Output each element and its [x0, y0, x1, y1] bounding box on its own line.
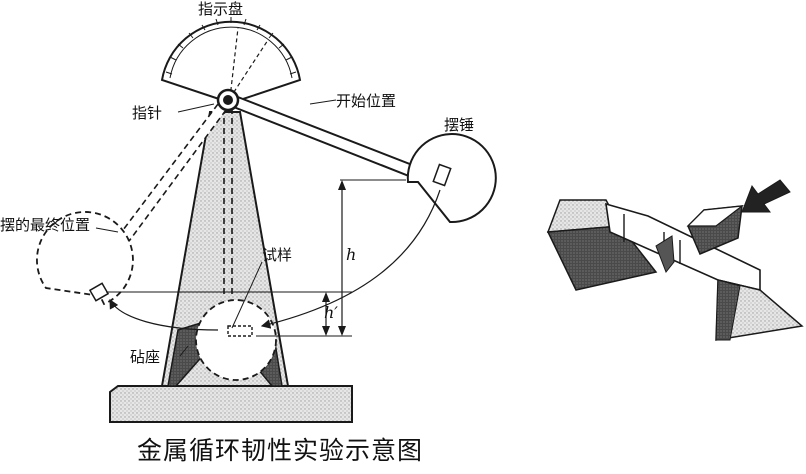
- specimen-inset: [546, 179, 804, 341]
- dial: [160, 20, 302, 101]
- hammer-label: 摆锤: [444, 116, 475, 134]
- strike-arrow: [741, 179, 791, 213]
- dial-ticks: [165, 17, 297, 75]
- start-position-label: 开始位置: [336, 92, 397, 110]
- specimen: [227, 325, 253, 337]
- swing-arc-left: [109, 298, 219, 331]
- machine-base: [109, 385, 353, 423]
- hammer-start: [406, 133, 497, 224]
- final-position-label: 摆的最终位置: [0, 216, 91, 234]
- specimen-label: 试样: [262, 246, 293, 264]
- dial-label: 指示盘: [198, 0, 244, 18]
- swing-arc-right: [260, 189, 441, 329]
- hammer-final: [36, 211, 134, 306]
- anvil-label: 砧座: [130, 348, 161, 366]
- h-label: h: [346, 245, 357, 264]
- figure-caption: 金属循环韧性实验示意图: [136, 436, 423, 465]
- h-prime-label: h′: [324, 303, 338, 322]
- hammer-lowest-position: [195, 299, 277, 381]
- pointer-label: 指针: [132, 104, 163, 122]
